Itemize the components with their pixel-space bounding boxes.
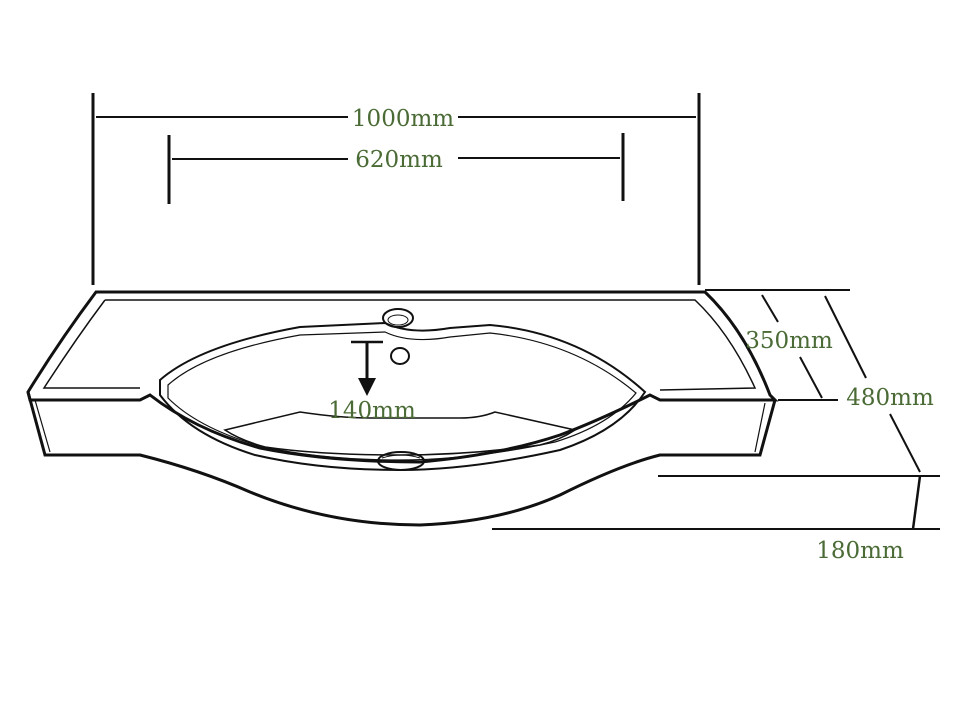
drain-hole — [377, 451, 425, 471]
label-front-height: 180mm — [816, 538, 904, 564]
bowl-outline — [159, 321, 647, 472]
label-bowl-depth: 350mm — [745, 328, 833, 354]
drain-hole-shade — [381, 454, 421, 459]
left-side-bevel — [34, 399, 51, 453]
label-mounting-width: 620mm — [355, 147, 443, 173]
dim-line-480-top — [824, 295, 867, 379]
dim-line-480-bottom — [889, 413, 921, 473]
drain-offset-dimension: 140mm — [328, 340, 416, 424]
bowl-bottom — [223, 411, 577, 456]
drain-offset-arrowhead — [358, 378, 376, 396]
right-side-bevel — [754, 402, 766, 453]
label-total-width: 1000mm — [352, 106, 454, 132]
basin-top-rim-inner — [42, 299, 757, 391]
dim-line-180 — [911, 475, 922, 530]
depth-dimensions: 350mm 480mm 180mm — [492, 289, 940, 564]
width-dimensions: 1000mm 620mm — [91, 93, 701, 285]
dim-line-350-bottom — [799, 356, 823, 399]
tap-hole-inner — [387, 314, 409, 326]
basin-front-apron — [26, 391, 777, 527]
dim-line-350-top — [761, 294, 779, 323]
basin-body — [26, 290, 779, 527]
label-drain-offset: 140mm — [328, 398, 416, 424]
label-overall-depth: 480mm — [846, 385, 934, 411]
overflow-hole — [390, 347, 410, 365]
tap-hole — [382, 308, 414, 328]
basin-top-rim-outer — [26, 290, 779, 464]
